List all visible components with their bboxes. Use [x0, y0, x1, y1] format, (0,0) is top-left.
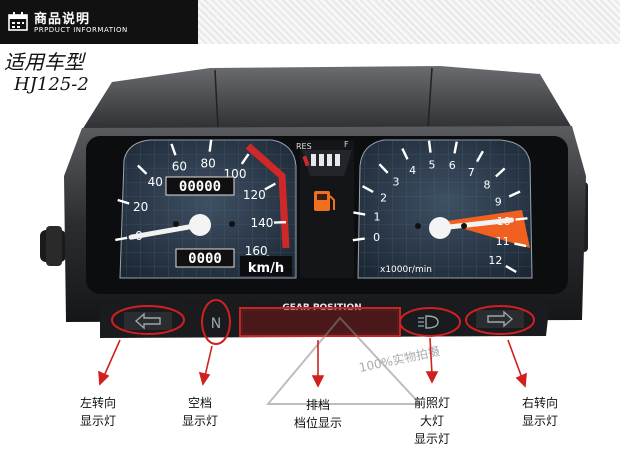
tach-tick-label: 9	[495, 195, 502, 208]
odometer: 00000	[165, 176, 235, 196]
speed-tick-label: 140	[251, 216, 274, 230]
tach-tick	[401, 147, 409, 160]
tach-tick	[505, 264, 517, 274]
left-turn-indicator	[124, 312, 172, 330]
callout-gear: 排档 档位显示	[284, 396, 352, 432]
tach-tick-label: 1	[374, 211, 381, 224]
tach-tick-label: 8	[484, 179, 491, 192]
tach-tick-label: 4	[409, 164, 416, 177]
callout-neutral-line2: 显示灯	[181, 414, 218, 428]
tach-tick-label: 5	[429, 159, 436, 172]
calendar-icon	[8, 12, 28, 31]
tach-tick-label: 2	[380, 192, 387, 205]
highlight-right-turn	[465, 305, 535, 335]
tach-tick	[508, 190, 521, 198]
highlight-left-turn	[111, 305, 185, 335]
fuel-full-label: F	[344, 140, 349, 149]
tach-tick	[353, 211, 366, 216]
speed-tick	[115, 236, 128, 242]
callout-right-turn: 右转向 显示灯	[508, 394, 572, 430]
fuel-res-label: RES	[296, 142, 312, 151]
watermark-text: 100%实物拍摄	[358, 343, 442, 375]
callout-left-turn-line1: 左转向	[79, 396, 116, 410]
model-value: HJ125-2	[14, 74, 89, 95]
header-dark-block	[0, 0, 198, 44]
tach-tick-label: 0	[373, 231, 380, 244]
tach-unit: x1000r/min	[380, 265, 432, 275]
tach-tick	[514, 242, 527, 248]
speed-tick	[117, 198, 130, 205]
tach-needle-hub	[429, 217, 451, 239]
tach-tick-label: 12	[488, 254, 502, 267]
gear-digit-window	[241, 309, 399, 335]
speed-needle-hub	[189, 214, 211, 236]
speed-redline	[245, 143, 290, 249]
header-subtitle: PRPDUCT INFORMATION	[34, 26, 128, 34]
speed-tick	[264, 182, 276, 191]
callout-headlight: 前照灯 大灯 显示灯	[402, 394, 462, 448]
adjust-knob	[40, 226, 66, 266]
trip-meter: 0000	[175, 248, 235, 268]
tach-tick-marks	[352, 140, 528, 274]
tach-tick-label: 3	[392, 176, 399, 189]
speedometer: 020406080100120140160 00000 0000 km/h	[115, 139, 297, 279]
callout-arrows	[98, 337, 527, 388]
speed-tick-label: 160	[245, 244, 268, 258]
highlight-headlight	[399, 307, 461, 337]
callout-headlight-line2: 大灯	[419, 414, 444, 428]
tach-tick	[361, 185, 374, 193]
model-label: 适用车型	[4, 50, 84, 74]
speed-tick-label: 120	[243, 188, 266, 202]
tach-tick-labels: 0123456789101112	[373, 159, 510, 268]
tach-tick	[378, 163, 389, 174]
right-turn-indicator	[476, 310, 524, 328]
callout-left-turn: 左转向 显示灯	[66, 394, 130, 430]
callout-gear-line2: 档位显示	[293, 416, 342, 430]
callout-headlight-line1: 前照灯	[413, 396, 450, 410]
highlight-circles	[111, 299, 535, 345]
odometer-readout: 00000	[179, 179, 221, 195]
tach-tick	[352, 237, 365, 242]
callout-left-turn-line2: 显示灯	[79, 414, 116, 428]
speed-tick	[170, 143, 177, 156]
tachometer: 0123456789101112 x1000r/min	[352, 139, 533, 279]
right-arrow-icon	[487, 310, 514, 328]
callout-right-turn-line1: 右转向	[521, 396, 558, 410]
headlight-icon	[418, 315, 439, 329]
header-stripe-pattern	[198, 0, 620, 44]
callout-neutral-line1: 空档	[187, 396, 212, 410]
speed-tick	[137, 164, 148, 175]
highlight-neutral	[201, 299, 231, 345]
callout-neutral: 空档 显示灯	[168, 394, 232, 430]
speed-tick	[240, 153, 250, 165]
left-arrow-icon	[134, 312, 161, 330]
callout-headlight-line3: 显示灯	[413, 432, 450, 446]
tach-tick	[427, 140, 432, 153]
speed-tick-label: 60	[172, 160, 187, 174]
speed-tick-label: 80	[200, 157, 215, 171]
tach-tick	[495, 167, 506, 178]
speed-tick-label: 20	[133, 200, 148, 214]
cluster-hood	[82, 66, 572, 130]
callout-gear-line1: 排档	[305, 398, 330, 412]
fuel-icon	[314, 191, 335, 211]
tach-tick-label: 6	[449, 159, 456, 172]
speed-tick	[208, 139, 213, 152]
speed-tick-label: 40	[148, 175, 163, 189]
fuel-gauge: RES F	[296, 140, 354, 278]
tach-tick	[453, 141, 458, 154]
tach-tick-label: 7	[468, 166, 475, 179]
neutral-indicator: N	[211, 316, 221, 332]
tach-tick	[515, 217, 528, 221]
header-banner: 商品说明 PRPDUCT INFORMATION	[0, 0, 620, 44]
tach-tick	[475, 150, 484, 163]
tach-tick-label: 11	[496, 235, 510, 248]
callout-right-turn-line2: 显示灯	[521, 414, 558, 428]
header-title: 商品说明	[34, 12, 91, 27]
speed-unit: km/h	[248, 261, 284, 276]
trip-readout: 0000	[188, 251, 222, 267]
